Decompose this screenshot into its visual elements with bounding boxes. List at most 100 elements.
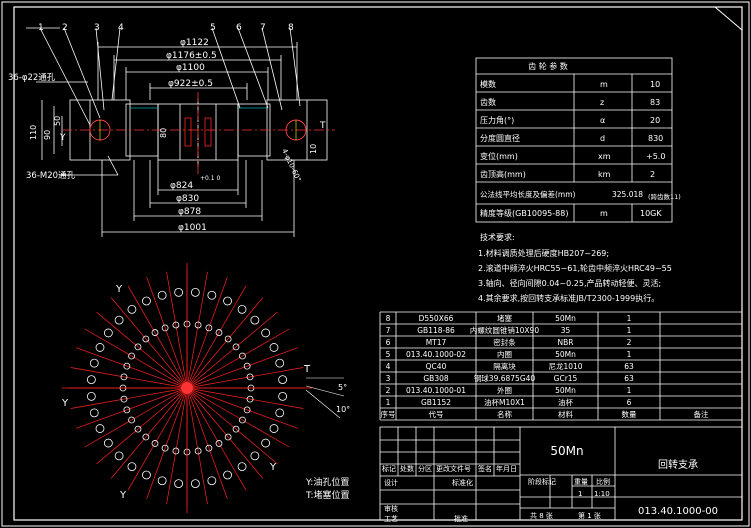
inner-frame — [13, 6, 743, 521]
gear-r1-name: 齿数 — [480, 97, 496, 107]
outer-hole — [207, 290, 217, 300]
tech-1: 1.材料调质处理后硬度HB207~269; — [478, 248, 609, 258]
inner-hole — [134, 343, 142, 351]
parts-cell-no: 6 — [386, 338, 391, 347]
tb-weight: 重量 — [574, 478, 588, 486]
parts-cell-name: 油杯M10X1 — [484, 397, 525, 407]
radial-line — [186, 271, 208, 389]
gear-r3-name: 分度圆直径 — [480, 133, 520, 143]
inner-hole — [246, 395, 254, 403]
inner-hole — [239, 352, 246, 360]
dim-824-tol: +0.1 0 — [200, 175, 220, 182]
radial-line — [127, 285, 188, 389]
tb-scale: 比例 — [596, 477, 610, 486]
radial-line — [186, 387, 264, 479]
outer-hole — [223, 296, 232, 306]
parts-cell-qty: 1 — [627, 350, 632, 359]
callout-2: 2 — [62, 23, 68, 33]
callout-5: 5 — [210, 23, 216, 33]
inner-hole — [142, 335, 150, 343]
outer-hole — [261, 328, 271, 338]
outer-hole — [95, 424, 105, 433]
tb-weight-val: 1 — [578, 490, 582, 498]
radial-line — [146, 276, 188, 389]
gear-r5-name: 齿顶高(mm) — [480, 169, 526, 179]
radial-line — [186, 347, 299, 389]
tb-scale-val: 1:10 — [594, 490, 610, 498]
angle-note: 4-φ10-60° — [280, 147, 302, 182]
inner-hole — [205, 444, 213, 452]
parts-header-code: 代号 — [429, 409, 444, 419]
parts-cell-mat: 50Mn — [555, 314, 576, 323]
parts-cell-code: 013.40.1000-02 — [406, 350, 466, 359]
gear-r2-sym: α — [600, 116, 605, 125]
radial-line — [166, 271, 188, 389]
parts-cell-name: 密封条 — [493, 337, 516, 347]
radial-line — [110, 387, 188, 479]
h90: 90 — [43, 130, 52, 140]
outer-hole — [269, 424, 279, 433]
outer-hole — [275, 408, 285, 418]
outer-hole — [127, 304, 137, 314]
callout-4: 4 — [118, 23, 124, 33]
gear-r5-sym: km — [598, 170, 611, 179]
outer-hole — [103, 328, 113, 338]
parts-cell-qty: 2 — [627, 338, 632, 347]
plan-angle-2: 10° — [336, 405, 350, 414]
tb-drawing-no: 013.40.1000-00 — [638, 506, 718, 517]
tb-sheets: 共 8 张 — [530, 511, 553, 520]
inner-hole — [128, 352, 135, 360]
outer-hole — [278, 375, 288, 385]
parts-cell-no: 4 — [386, 362, 391, 371]
inner-hole — [151, 329, 159, 336]
parts-cell-qty: 6 — [627, 398, 632, 407]
h50: 50 — [53, 116, 62, 126]
inner-hole — [224, 335, 232, 343]
parts-cell-qty: 1 — [627, 386, 632, 395]
gear-r0-val: 10 — [650, 80, 660, 89]
tb-label-mark: 标记 — [382, 464, 396, 473]
parts-cell-code: MT17 — [426, 338, 447, 347]
gear-r2-name: 压力角(°) — [480, 115, 514, 125]
radial-line — [186, 387, 228, 500]
outer-hole — [142, 470, 151, 480]
radial-line — [186, 367, 304, 389]
inner-hole — [120, 395, 128, 403]
radial-line — [75, 347, 188, 389]
gear-r4-name: 变位(mm) — [480, 151, 518, 161]
parts-cell-qty: 63 — [624, 374, 634, 383]
plan-angle-1: 5° — [338, 383, 347, 392]
outer-hole — [261, 438, 271, 448]
radial-line — [166, 387, 188, 505]
legend-y: Y:油孔位置 — [305, 476, 349, 488]
parts-cell-mat: GCr15 — [554, 374, 578, 383]
tb-label-sign: 签名 — [478, 464, 492, 473]
tech-3: 3.轴向、径向间隙0.04~0.25,产品转动轻便、灵活; — [478, 278, 661, 288]
dim-1176: φ1176±0.5 — [166, 51, 217, 61]
legend-t: T:堵塞位置 — [305, 489, 350, 501]
tb-material: 50Mn — [550, 444, 583, 458]
plan-labels: Y Y Y Y T 5° 10° — [61, 284, 350, 501]
tb-sheet: 第 1 张 — [578, 511, 601, 520]
parts-header-no: 序号 — [381, 409, 396, 419]
parts-cell-qty: 63 — [624, 362, 634, 371]
parts-cell-code: GB118-86 — [417, 326, 455, 335]
inner-hole — [239, 416, 246, 424]
outer-hole — [237, 304, 247, 314]
outer-hole — [114, 451, 124, 461]
radial-line — [84, 387, 188, 448]
section-view — [26, 27, 328, 237]
radial-line — [186, 387, 290, 448]
tb-label-count: 处数 — [400, 464, 414, 473]
parts-cell-no: 8 — [386, 314, 391, 323]
dim-830: φ830 — [176, 194, 199, 204]
radial-line — [186, 387, 278, 465]
parts-cell-code: 013.40.1000-01 — [406, 386, 466, 395]
mid-80: 80 — [159, 128, 168, 138]
inner-hole — [194, 321, 202, 329]
radial-line — [186, 387, 299, 429]
inner-hole — [205, 324, 213, 332]
parts-cell-mat: 50Mn — [555, 386, 576, 395]
parts-cell-no: 1 — [386, 398, 391, 407]
radial-line — [84, 328, 188, 389]
